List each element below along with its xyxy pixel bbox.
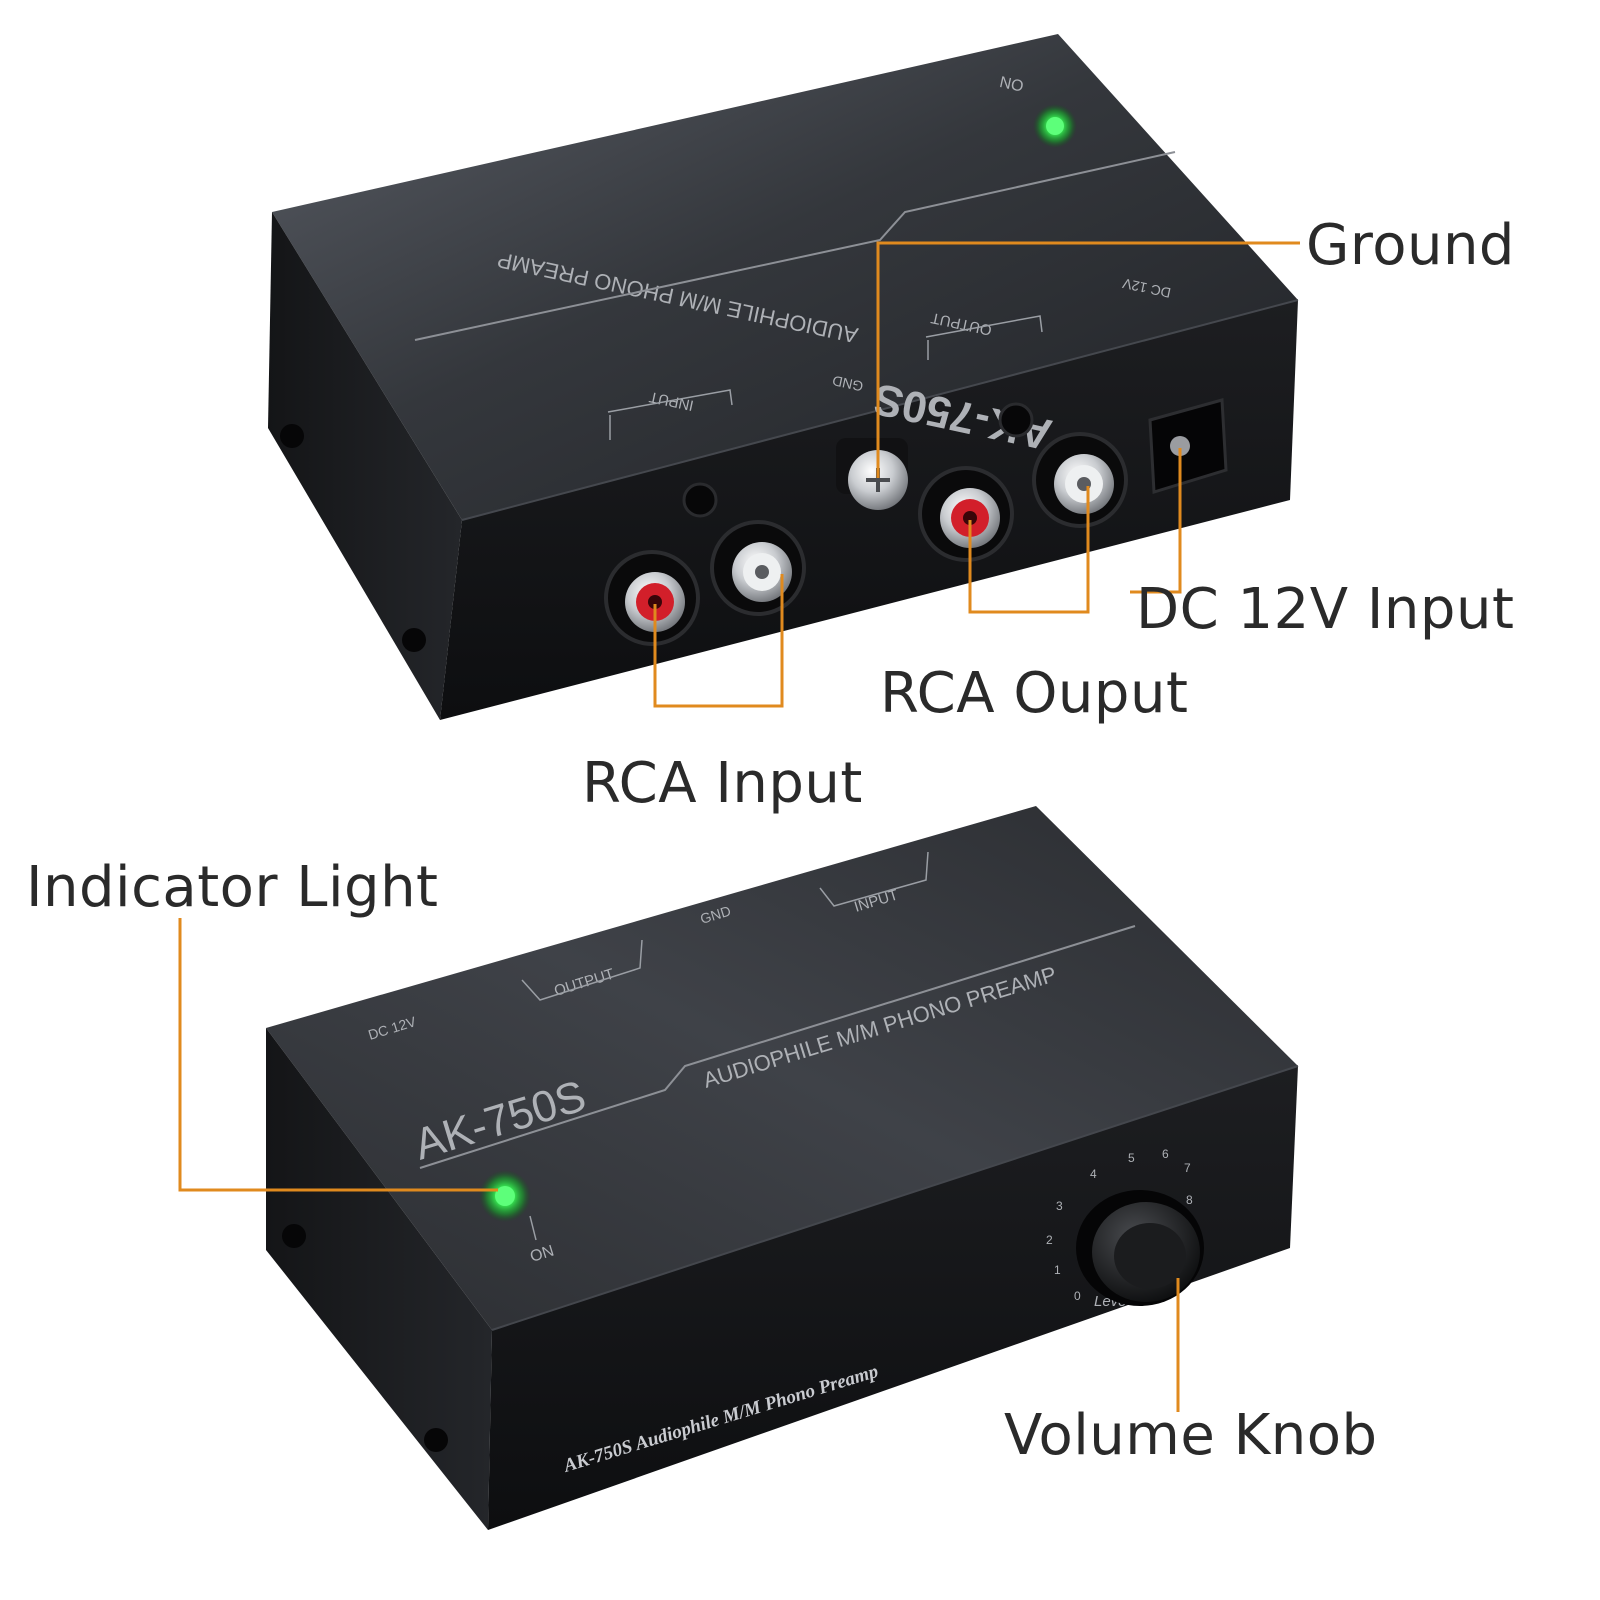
ground-terminal xyxy=(836,438,908,510)
callout-dc-input: DC 12V Input xyxy=(1136,577,1515,642)
device-left-side xyxy=(268,212,462,720)
dc-power-jack xyxy=(1148,398,1228,494)
callout-ground: Ground xyxy=(1306,213,1515,278)
svg-text:5: 5 xyxy=(1128,1151,1135,1165)
device-left-side xyxy=(266,1028,492,1530)
leader-rca-output xyxy=(968,486,1090,614)
svg-text:6: 6 xyxy=(1162,1147,1169,1161)
svg-text:0: 0 xyxy=(1074,1289,1081,1303)
preamp-front-view: AK-750S AUDIOPHILE M/M PHONO PREAMP GND … xyxy=(266,806,1299,1530)
screw xyxy=(402,628,426,652)
on-label: ON xyxy=(998,72,1025,94)
power-led xyxy=(495,1186,515,1206)
callout-rca-input: RCA Input xyxy=(582,751,863,816)
rca-input-left xyxy=(710,520,806,616)
rca-output-left xyxy=(1032,432,1128,528)
rca-output-right xyxy=(918,466,1014,562)
svg-text:7: 7 xyxy=(1184,1161,1191,1175)
screw xyxy=(998,402,1034,438)
device-top-face xyxy=(272,34,1298,520)
screw xyxy=(424,1428,448,1452)
gnd-label: GND xyxy=(831,373,865,395)
leader-dc-input xyxy=(1130,448,1182,594)
screw xyxy=(282,1224,306,1248)
screw xyxy=(280,424,304,448)
screw xyxy=(682,482,718,518)
svg-text:4: 4 xyxy=(1090,1167,1097,1181)
rca-input-right xyxy=(604,550,700,646)
callout-indicator-light: Indicator Light xyxy=(26,855,439,920)
device-front-panel xyxy=(488,1066,1298,1530)
callout-rca-output: RCA Ouput xyxy=(880,661,1189,726)
volume-knob xyxy=(1076,1190,1204,1306)
leader-indicator xyxy=(178,918,498,1192)
svg-text:2: 2 xyxy=(1046,1233,1053,1247)
power-led xyxy=(1046,117,1064,135)
svg-text:8: 8 xyxy=(1186,1193,1193,1207)
level-dial-scale: 0 1 2 3 4 5 6 7 8 xyxy=(1046,1147,1193,1303)
callout-leaders xyxy=(178,241,1300,1412)
callout-volume-knob: Volume Knob xyxy=(1004,1403,1378,1468)
on-label: ON xyxy=(528,1243,556,1266)
svg-text:3: 3 xyxy=(1056,1199,1063,1213)
svg-text:1: 1 xyxy=(1054,1263,1061,1277)
leader-ground xyxy=(876,241,1300,478)
leader-rca-input xyxy=(653,574,784,708)
